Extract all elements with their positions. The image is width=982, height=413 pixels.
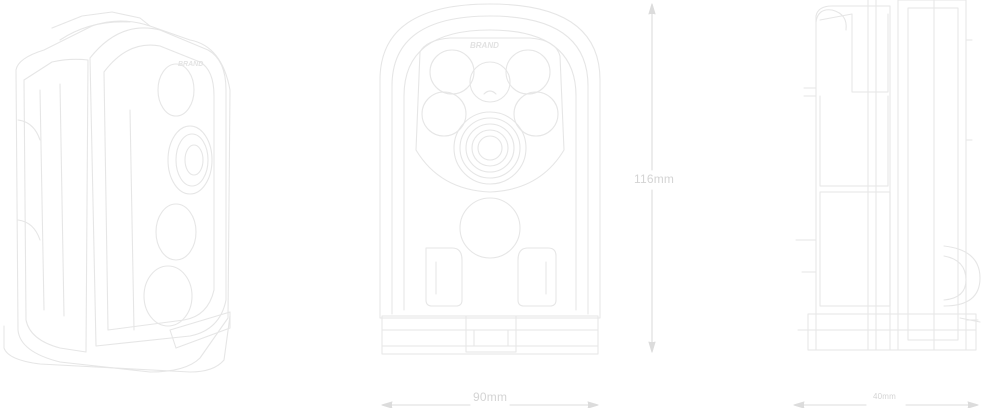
side-right-ticks bbox=[965, 39, 979, 321]
front-face-panel bbox=[403, 29, 577, 311]
perspective-lens-inner bbox=[184, 144, 204, 176]
lens-ring-4 bbox=[471, 129, 509, 167]
side-back-inner bbox=[907, 7, 959, 341]
front-upper-plate bbox=[415, 37, 565, 193]
perspective-back-shell bbox=[23, 58, 89, 353]
perspective-top-rim-inner bbox=[59, 21, 131, 41]
front-base-line bbox=[381, 329, 599, 347]
depth-label: 40mm bbox=[873, 392, 897, 401]
side-top-knob bbox=[815, 9, 847, 31]
pir-sensor-bottom bbox=[459, 197, 521, 259]
side-latch bbox=[943, 245, 981, 307]
side-lower-section bbox=[819, 191, 891, 307]
front-outer-shell bbox=[379, 3, 601, 319]
ir-led-mid-left bbox=[421, 91, 467, 137]
front-mount-tab bbox=[465, 315, 517, 353]
perspective-brand-text: BRAND bbox=[178, 61, 203, 68]
side-front-top bbox=[819, 13, 889, 93]
lens-ring-2 bbox=[459, 117, 521, 179]
perspective-base-tab bbox=[169, 311, 231, 349]
side-view bbox=[795, 0, 981, 351]
ir-led-mid-right bbox=[513, 91, 559, 137]
pir-sensor-top bbox=[469, 61, 511, 103]
depth-dimension-line bbox=[793, 401, 979, 409]
side-mid-section bbox=[819, 95, 889, 187]
perspective-ir-lower bbox=[155, 203, 197, 261]
perspective-lens-middle bbox=[175, 133, 209, 187]
perspective-view bbox=[3, 11, 231, 373]
front-led-bar bbox=[435, 261, 547, 295]
side-base bbox=[807, 313, 977, 351]
lens-ring-1 bbox=[453, 111, 527, 185]
front-view bbox=[379, 3, 601, 355]
lens-ring-5 bbox=[477, 135, 503, 161]
side-latch-inner bbox=[943, 255, 967, 301]
ir-led-top-left bbox=[429, 49, 475, 95]
side-outer bbox=[815, 5, 891, 351]
perspective-strap-slot bbox=[39, 83, 135, 331]
side-base-hook bbox=[797, 317, 981, 331]
side-bay-right bbox=[517, 247, 557, 307]
ir-led-top-right bbox=[505, 49, 551, 95]
height-label: 116mm bbox=[634, 172, 675, 186]
width-dimension-line bbox=[381, 401, 599, 409]
perspective-latch-circle bbox=[143, 265, 193, 327]
side-bay-left bbox=[425, 247, 463, 307]
side-strap-lines bbox=[867, 0, 935, 351]
front-brand-text: BRAND bbox=[470, 41, 499, 50]
lens-ring-3 bbox=[465, 123, 515, 173]
perspective-front-panel bbox=[89, 27, 227, 347]
front-base bbox=[381, 315, 599, 355]
perspective-side-groove bbox=[17, 119, 41, 241]
perspective-outer-body bbox=[15, 20, 231, 373]
light-sensor bbox=[483, 90, 497, 95]
perspective-top-rim bbox=[51, 11, 151, 29]
perspective-front-inner bbox=[103, 44, 215, 331]
perspective-sensor-top bbox=[157, 63, 195, 117]
side-left-ticks bbox=[795, 87, 817, 273]
height-dimension-line bbox=[648, 3, 656, 353]
perspective-base-plate bbox=[3, 315, 231, 373]
perspective-lens-outer bbox=[167, 125, 213, 195]
width-label: 90mm bbox=[473, 390, 508, 404]
front-inner-shell bbox=[391, 15, 589, 315]
